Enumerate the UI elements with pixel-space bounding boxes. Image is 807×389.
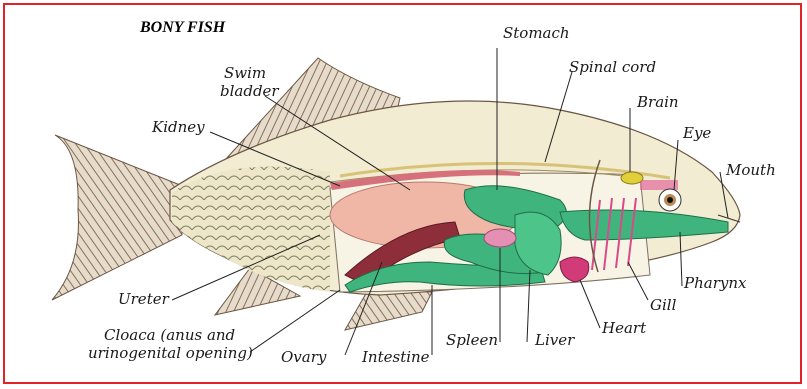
- label-cloaca-line2: urinogenital opening): [88, 344, 253, 362]
- label-ureter: Ureter: [118, 290, 170, 308]
- label-cloaca-line1: Cloaca (anus and: [104, 326, 235, 344]
- label-eye: Eye: [682, 124, 711, 142]
- label-gill: Gill: [650, 296, 677, 314]
- tail-fin: [52, 135, 182, 300]
- diagram-title: BONY FISH: [139, 19, 226, 36]
- brain-organ: [621, 172, 643, 184]
- label-brain: Brain: [636, 93, 679, 111]
- label-spinal-cord: Spinal cord: [569, 58, 656, 76]
- label-spleen: Spleen: [446, 331, 498, 349]
- label-kidney: Kidney: [151, 118, 205, 136]
- label-pharynx: Pharynx: [683, 274, 747, 292]
- label-intestine: Intestine: [361, 348, 430, 366]
- label-swim-bladder-line1: Swim: [224, 64, 266, 82]
- label-heart: Heart: [601, 319, 647, 337]
- pelvic-fin: [345, 290, 432, 330]
- label-mouth: Mouth: [725, 161, 776, 179]
- label-swim-bladder-line2: bladder: [220, 82, 279, 100]
- label-ovary: Ovary: [281, 348, 327, 366]
- label-liver: Liver: [534, 331, 575, 349]
- spleen-organ: [484, 229, 516, 247]
- label-stomach: Stomach: [503, 24, 570, 42]
